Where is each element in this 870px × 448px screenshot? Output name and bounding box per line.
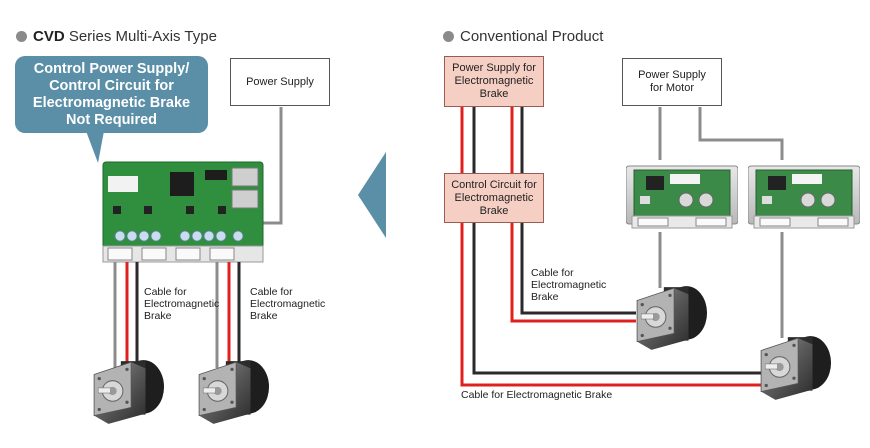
bullet-dot-icon <box>16 31 27 42</box>
series-name: CVD <box>33 28 65 45</box>
callout-pointer <box>86 131 104 163</box>
brake-power-supply-label: Power Supply for Electromagnetic Brake <box>452 62 536 100</box>
driver-1 <box>626 165 738 229</box>
left-motor-2 <box>198 359 270 425</box>
heading-text: Conventional Product <box>460 28 604 45</box>
not-required-callout: Control Power Supply/ Control Circuit fo… <box>15 56 208 133</box>
right-motor-1 <box>636 285 708 351</box>
left-section-heading: CVD Series Multi-Axis Type <box>16 28 217 45</box>
cable-label-left-2: Cable for Electromagnetic Brake <box>250 286 326 322</box>
right-motor-power-wires <box>658 107 784 160</box>
right-motor-2 <box>760 335 832 401</box>
comparison-arrow <box>358 152 386 238</box>
right-motor-cables <box>658 232 784 338</box>
control-board <box>102 161 264 263</box>
power-supply-cable <box>262 107 283 225</box>
cable-label-right-upper: Cable for Electromagnetic Brake <box>531 267 607 303</box>
motor-power-supply-label: Power Supply for Motor <box>638 69 706 94</box>
right-brake-wires-lower <box>460 223 762 387</box>
cable-label-left-1: Cable for Electromagnetic Brake <box>144 286 220 322</box>
driver-2 <box>748 165 860 229</box>
callout-text: Control Power Supply/ Control Circuit fo… <box>32 60 191 128</box>
right-section-heading: Conventional Product <box>443 28 603 45</box>
brake-control-circuit-box: Control Circuit for Electromagnetic Brak… <box>444 173 544 223</box>
bullet-dot-icon <box>443 31 454 42</box>
motor-power-supply-box: Power Supply for Motor <box>622 58 722 106</box>
left-cables <box>113 262 241 368</box>
brake-control-circuit-label: Control Circuit for Electromagnetic Brak… <box>451 178 537 217</box>
left-motor-1 <box>93 359 165 425</box>
heading-text: Series Multi-Axis Type <box>64 28 217 45</box>
brake-power-supply-box: Power Supply for Electromagnetic Brake <box>444 56 544 107</box>
power-supply-box: Power Supply <box>230 58 330 106</box>
power-supply-label: Power Supply <box>246 75 314 88</box>
right-brake-wires-upper <box>460 107 524 174</box>
cable-label-right-bottom: Cable for Electromagnetic Brake <box>461 389 613 401</box>
